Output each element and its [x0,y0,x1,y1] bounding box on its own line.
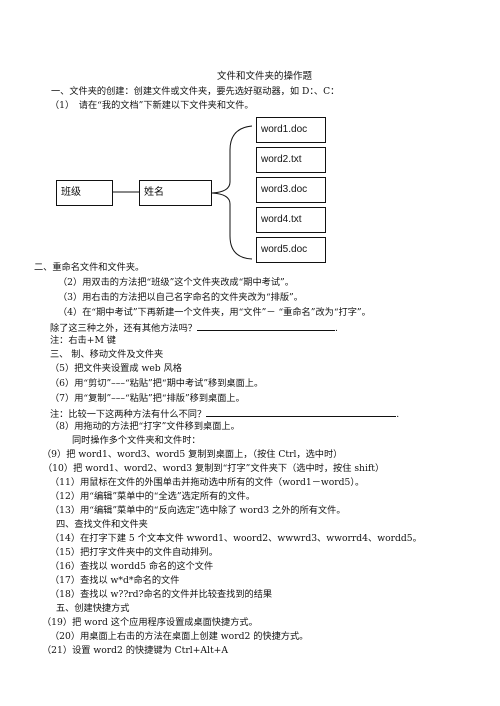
item-9: （9）把 word1、word3、word5 复制到桌面上，（按住 Ctrl，选… [42,449,343,460]
box-name: 姓名 [139,180,212,206]
file-box-word4: word4.txt [256,207,326,233]
item-18: （18）查找以 w??rd?命名的文件并比较查找到的结果 [50,589,273,600]
item-19: （19）把 word 这个应用程序设置成桌面快捷方式。 [42,617,258,628]
section5-heading: 五、创建快捷方式 [56,603,130,614]
file-box-word1: word1.doc [256,117,326,143]
answer-blank [197,321,335,331]
item-3: （3）用右击的方法把以自己名字命名的文件夹改为“排版”。 [58,292,303,303]
note-compare: 注：比较一下这两种方法有什么不同？. [50,407,400,420]
item-15: （15）把打字文件夹中的文件自动排列。 [50,547,218,558]
item-8: （8）用拖动的方法把“打字”文件移到桌面上。 [50,421,240,432]
section3-heading: 三、 制、移动文件及文件夹 [50,349,164,360]
item-10: （10）把 word1、word2、word3 复制到“打字”文件夹下（选中时，… [43,463,385,474]
simultaneous-note: 同时操作多个文件夹和文件时： [72,435,201,446]
item-20: （20）用桌面上右击的方法在桌面上创建 word2 的快捷方式。 [50,631,309,642]
item-5: （5）把文件夹设置成 web 风格 [50,363,182,374]
file-box-word2: word2.txt [256,147,326,173]
item-2: （2）用双击的方法把“班级”这个文件夹改成“期中考试”。 [58,277,294,288]
item-12: （12）用“编辑”菜单中的“全选”选定所有的文件。 [50,491,256,502]
box-class: 班级 [56,180,113,206]
item-14: （14）在打字下建 5 个文本文件 wword1、woord2、wwwrd3、w… [50,533,422,544]
question-other-methods: 除了这三种之外，还有其他方法吗？. [50,321,338,334]
item-21: （21）设置 word2 的快捷键为 Ctrl+Alt+A [42,645,229,656]
item-6: （6）用“剪切”–––“粘贴”把“期中考试”移到桌面上。 [50,378,264,389]
item-17: （17）查找以 w*d*命名的文件 [50,575,180,586]
item-11: （11）用鼠标在文件的外围单击并拖动选中所有的文件（word1－word5）。 [50,477,365,488]
file-box-word5: word5.doc [256,237,326,263]
item-1: （1） 请在“我的文档”下新建以下文件夹和文件。 [50,100,254,111]
file-box-word3: word3.doc [256,177,326,203]
item-7: （7）用“复制”–––“粘贴”把“排版”移到桌面上。 [50,393,245,404]
section1-heading: 一、文件夹的创建：创建文件或文件夹，要先选好驱动器，如 D：、C： [51,86,340,97]
item-13: （13）用“编辑”菜单中的“反向选定”选中除了 word3 之外的所有文件。 [50,505,346,516]
item-4: （4）在“期中考试”下再新建一个文件夹，用“文件”－ “重命名”改为“打字”。 [58,307,371,318]
section2-heading: 二、重命名文件和文件夹。 [34,262,145,273]
section4-heading: 四、查找文件和文件夹 [56,519,148,530]
item-16: （16）查找以 wordd5 命名的这个文件 [50,561,214,572]
note-right-click: 注：右击+M 键 [50,335,116,346]
compare-blank [206,407,397,417]
page-title: 文件和文件夹的操作题 [217,71,313,82]
